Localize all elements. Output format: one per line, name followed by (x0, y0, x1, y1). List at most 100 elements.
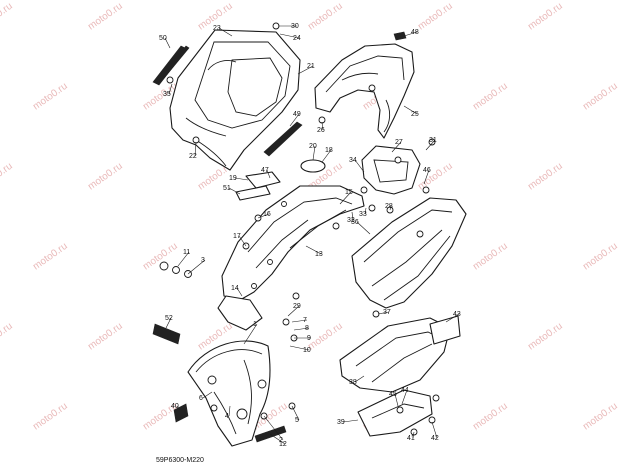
leader-line-31 (425, 139, 436, 151)
part-number-10: 10 (303, 347, 311, 354)
leader-line-7 (291, 319, 308, 323)
leader-line-5 (291, 405, 300, 421)
part-number-42: 42 (431, 435, 439, 442)
rear-fairing (314, 43, 415, 139)
watermark-text: moto0.ru (0, 161, 15, 193)
part-number-13: 13 (315, 251, 323, 258)
part-number-49: 49 (293, 111, 301, 118)
part-number-22: 22 (189, 153, 197, 160)
leader-line-26 (321, 121, 324, 131)
part-number-44: 44 (401, 387, 409, 394)
leader-line-17 (238, 235, 247, 247)
part-number-11: 11 (183, 249, 190, 256)
watermark-text: moto0.ru (31, 241, 70, 273)
side-stripe-50b (161, 45, 190, 78)
part-number-31: 31 (429, 137, 437, 144)
leader-line-25 (403, 105, 418, 115)
leader-line-48 (403, 31, 418, 37)
part-number-4: 4 (225, 413, 229, 420)
tail-light-housing (361, 145, 421, 195)
rear-frame (217, 185, 365, 331)
leader-line-3 (187, 259, 206, 275)
leader-line-36 (356, 221, 371, 235)
part-number-27: 27 (395, 139, 403, 146)
watermark-text: moto0.ru (31, 81, 70, 113)
leader-line-1 (243, 323, 258, 345)
bracket-19 (245, 171, 281, 189)
watermark-text: moto0.ru (526, 1, 565, 33)
watermark-text: moto0.ru (526, 321, 565, 353)
part-number-5: 5 (295, 417, 299, 424)
leader-line-38 (354, 375, 365, 383)
part-number-39: 39 (337, 419, 345, 426)
front-fender (187, 340, 271, 447)
watermark-text: moto0.ru (581, 81, 620, 113)
part-number-18: 18 (325, 147, 333, 154)
part-number-16: 16 (263, 211, 271, 218)
leader-line-24 (279, 33, 300, 39)
leader-line-32 (351, 211, 354, 221)
part-number-46: 46 (423, 167, 431, 174)
part-number-3: 3 (201, 257, 205, 264)
leader-line-34 (354, 159, 365, 173)
watermark-text: moto0.ru (471, 81, 510, 113)
leader-line-22 (194, 141, 197, 157)
part-number-17: 17 (233, 233, 241, 240)
emblem-40 (173, 403, 189, 423)
part-number-35: 35 (163, 91, 171, 98)
leader-line-42 (431, 421, 438, 439)
watermark-text: moto0.ru (306, 1, 345, 33)
part-number-38: 38 (349, 379, 357, 386)
part-number-43: 43 (453, 311, 461, 318)
leader-line-35 (168, 83, 173, 95)
leader-line-41 (412, 431, 415, 439)
part-number-29: 29 (293, 303, 301, 310)
part-number-8: 8 (305, 325, 309, 332)
leader-line-13 (305, 245, 322, 255)
leader-line-12 (269, 433, 286, 445)
leader-line-16 (257, 213, 270, 219)
watermark-text: moto0.ru (416, 161, 455, 193)
part-number-50: 50 (159, 35, 167, 42)
leader-line-46 (423, 169, 430, 185)
clip-48 (393, 31, 407, 41)
leader-line-6 (202, 391, 213, 399)
leader-line-44 (401, 389, 408, 405)
inner-fender (351, 197, 467, 309)
leader-line-14 (236, 287, 243, 297)
part-number-21: 21 (307, 63, 315, 70)
part-number-28: 28 (385, 203, 393, 210)
leader-line-33 (364, 207, 367, 215)
part-number-51: 51 (223, 185, 231, 192)
watermark-text: moto0.ru (581, 241, 620, 273)
watermark-text: moto0.ru (471, 401, 510, 433)
leader-line-21 (297, 65, 314, 75)
ring-20 (300, 159, 326, 173)
leader-line-43 (445, 313, 460, 323)
part-number-2: 2 (279, 437, 283, 444)
leader-line-50 (164, 37, 171, 49)
reflector-52 (152, 323, 181, 345)
part-number-6: 6 (199, 395, 203, 402)
leader-line-18 (321, 149, 332, 163)
part-number-45: 45 (389, 391, 397, 398)
seat-cowl (169, 29, 301, 171)
leader-line-4 (228, 405, 231, 417)
watermark-text: moto0.ru (306, 321, 345, 353)
watermark-text: moto0.ru (471, 241, 510, 273)
leader-line-47 (266, 169, 271, 179)
leader-line-23 (218, 27, 233, 37)
watermark-text: moto0.ru (86, 161, 125, 193)
part-number-52: 52 (165, 315, 173, 322)
part-number-30: 30 (291, 23, 299, 30)
watermark-text: moto0.ru (86, 1, 125, 33)
leader-line-8 (293, 327, 310, 331)
leader-line-52 (165, 317, 172, 329)
side-stripe-49 (263, 121, 303, 157)
part-number-15: 15 (345, 189, 353, 196)
watermark-text: moto0.ru (86, 321, 125, 353)
part-number-41: 41 (407, 435, 415, 442)
leader-line-51 (228, 187, 241, 195)
watermark-text: moto0.ru (0, 321, 15, 353)
leader-line-29 (287, 305, 300, 317)
